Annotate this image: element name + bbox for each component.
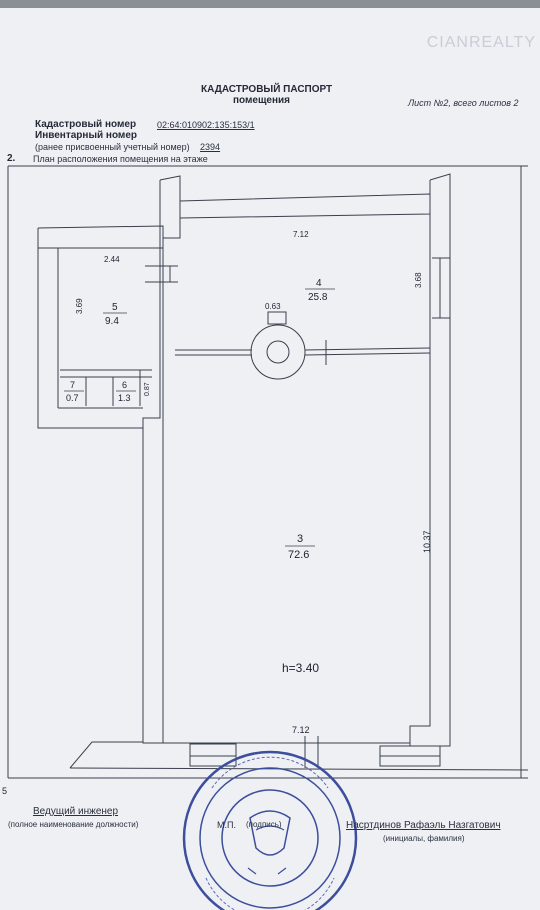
ceiling-height: h=3.40 — [282, 661, 319, 675]
room-6-area: 1.3 — [118, 393, 131, 403]
sheet-info: Лист №2, всего листов 2 — [408, 98, 519, 108]
signature-caption: (подпись) — [246, 820, 282, 829]
margin-mark: 5 — [2, 786, 7, 796]
cadastral-number: 02:64:010902:135:153/1 — [157, 120, 255, 130]
room-6-number: 6 — [122, 380, 127, 390]
dim-right-upper: 3.68 — [414, 272, 423, 288]
dim-column: 0.63 — [265, 302, 281, 311]
position-caption: (полное наименование должности) — [8, 820, 139, 829]
cadastral-label: Кадастровый номер — [35, 119, 137, 130]
room-3-number: 3 — [297, 533, 303, 545]
dim-left-height: 3.69 — [75, 298, 84, 314]
room-3-area: 72.6 — [288, 549, 309, 561]
room-5-number: 5 — [112, 302, 118, 313]
floor-plan: 7.12 2.44 3.68 3.69 0.63 0.87 10.37 7.12… — [2, 165, 529, 910]
room-7-area: 0.7 — [66, 393, 79, 403]
dim-left-room: 2.44 — [104, 255, 120, 264]
watermark: CIANREALTY — [426, 34, 536, 51]
stamp-label: М.П. — [217, 820, 236, 830]
dim-bottom: 7.12 — [292, 725, 310, 735]
room-5-area: 9.4 — [105, 316, 119, 327]
dim-small: 0.87 — [144, 382, 151, 396]
dim-right-long: 10.37 — [422, 530, 432, 553]
position-title: Ведущий инженер — [33, 806, 119, 817]
room-4-area: 25.8 — [308, 292, 328, 303]
inventory-label: Инвентарный номер — [35, 130, 138, 141]
section-number: 2. — [7, 153, 16, 164]
section-title: План расположения помещения на этаже — [33, 154, 208, 164]
former-number: 2394 — [200, 142, 221, 152]
name-caption: (инициалы, фамилия) — [383, 834, 465, 843]
document-title: КАДАСТРОВЫЙ ПАСПОРТ — [201, 84, 333, 95]
document-subtitle: помещения — [233, 95, 290, 106]
dim-top: 7.12 — [293, 230, 309, 239]
official-stamp — [182, 750, 358, 910]
former-number-label: (ранее присвоенный учетный номер) — [35, 142, 190, 152]
document-sheet: CIANREALTY КАДАСТРОВЫЙ ПАСПОРТ помещения… — [0, 8, 540, 910]
room-4-number: 4 — [316, 278, 322, 289]
signatory-name: Насртдинов Рафаэль Назгатович — [346, 820, 501, 831]
room-7-number: 7 — [70, 380, 75, 390]
